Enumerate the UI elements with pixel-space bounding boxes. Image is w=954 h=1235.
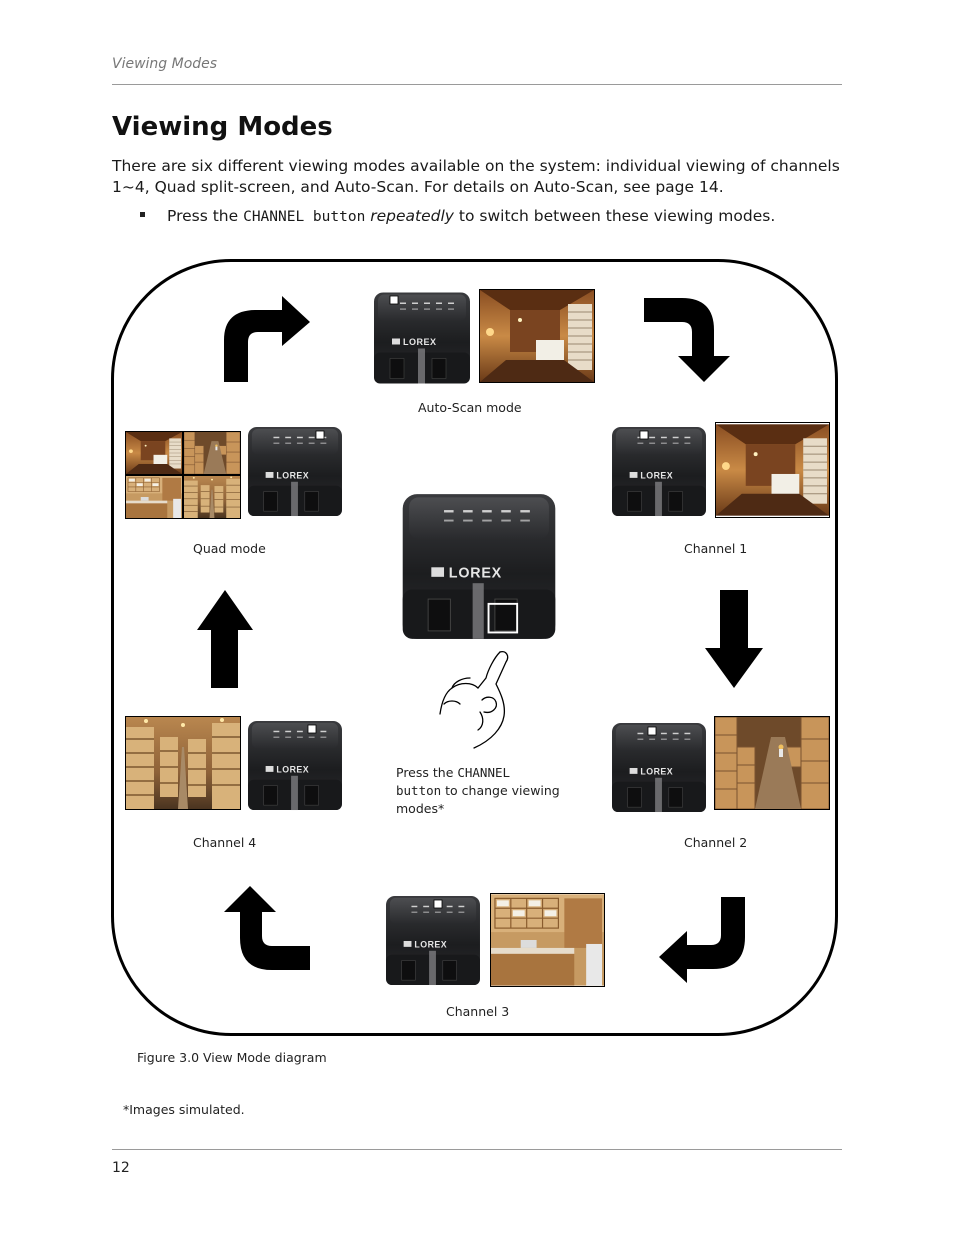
arrow-down-icon <box>705 590 763 688</box>
press-channel-note: Press the CHANNEL button to change viewin… <box>396 764 576 818</box>
device-channel-4 <box>246 719 344 812</box>
label-channel-1: Channel 1 <box>684 541 748 556</box>
pointing-finger-icon <box>439 650 509 749</box>
device-auto-scan <box>372 290 472 386</box>
bullet-rest-text: to switch between these viewing modes. <box>453 207 776 225</box>
view-mode-diagram-frame <box>111 259 838 1036</box>
label-auto-scan: Auto-Scan mode <box>418 400 522 415</box>
running-header: Viewing Modes <box>112 56 218 72</box>
label-channel-4: Channel 4 <box>193 835 257 850</box>
figure-caption: Figure 3.0 View Mode diagram <box>137 1050 327 1065</box>
bullet-channel-button-text: CHANNEL button <box>243 209 366 225</box>
page-number: 12 <box>112 1160 130 1176</box>
arrow-down-left-icon <box>659 897 745 983</box>
note-pre-text: Press the <box>396 765 458 780</box>
label-channel-2: Channel 2 <box>684 835 748 850</box>
bullet-repeatedly-text: repeatedly <box>370 207 454 225</box>
arrow-up-icon <box>197 590 253 688</box>
device-channel-2 <box>610 721 708 814</box>
arrow-up-right-icon <box>224 296 310 382</box>
label-quad: Quad mode <box>193 541 266 556</box>
camera-image-channel-2 <box>714 716 830 810</box>
device-channel-1 <box>610 425 708 518</box>
instruction-bullet: Press the CHANNEL button repeatedly to s… <box>140 206 775 228</box>
device-center <box>399 491 559 642</box>
intro-paragraph: There are six different viewing modes av… <box>112 157 840 196</box>
bullet-marker <box>140 212 145 217</box>
header-rule <box>112 84 842 85</box>
footer-rule <box>112 1149 842 1150</box>
page-title: Viewing Modes <box>112 112 333 142</box>
device-quad <box>246 425 344 518</box>
note-button-text: button <box>396 783 442 798</box>
footnote: *Images simulated. <box>123 1102 245 1117</box>
label-channel-3: Channel 3 <box>446 1004 510 1019</box>
camera-image-channel-3 <box>490 893 605 987</box>
note-post-text: to change viewing modes* <box>396 783 560 816</box>
device-channel-3 <box>384 894 482 987</box>
camera-image-channel-4 <box>125 716 241 810</box>
camera-image-quad <box>125 431 241 519</box>
camera-image-auto-scan <box>479 289 595 383</box>
camera-image-channel-1 <box>715 422 830 518</box>
note-channel-text: CHANNEL <box>457 765 511 780</box>
arrow-right-down-icon <box>644 298 730 382</box>
arrow-left-up-icon <box>224 886 310 970</box>
bullet-press-text: Press the <box>167 207 244 225</box>
